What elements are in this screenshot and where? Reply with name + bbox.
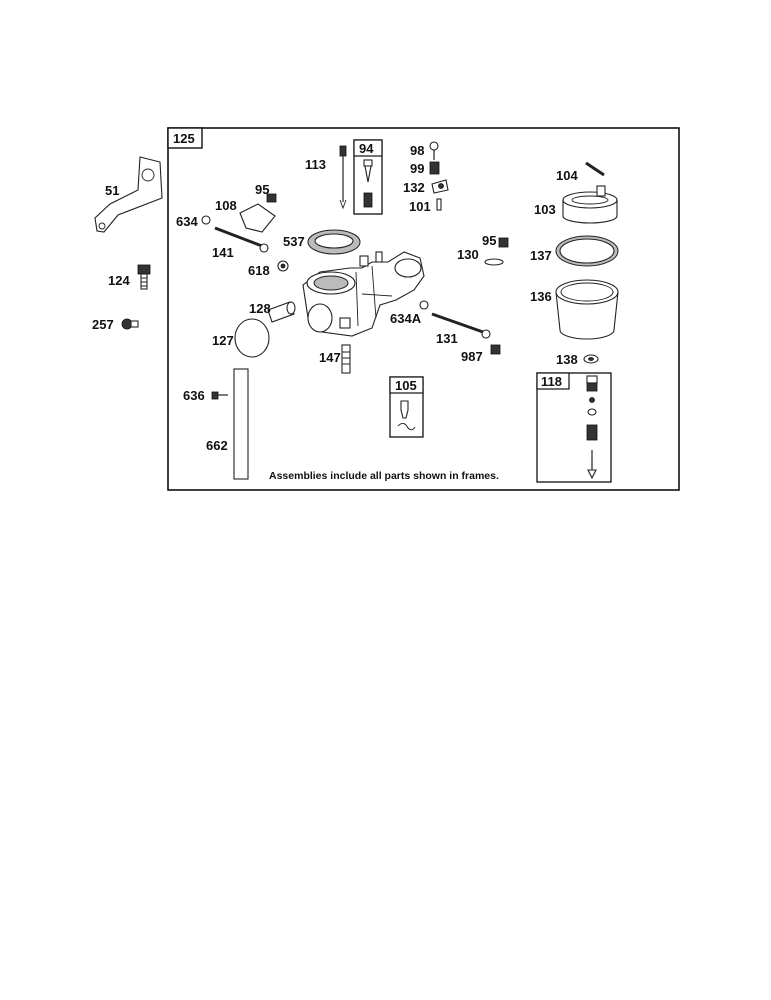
part-label-662: 662 xyxy=(206,438,228,453)
part-label-124: 124 xyxy=(108,273,130,288)
part-537-gasket-drawing xyxy=(307,229,361,255)
part-101-pin-drawing xyxy=(436,198,442,211)
frame-118 xyxy=(536,372,612,483)
part-108-plate-drawing xyxy=(239,203,276,233)
part-label-147: 147 xyxy=(319,350,341,365)
frame-94-tag xyxy=(353,139,383,157)
part-label-99: 99 xyxy=(410,161,424,176)
part-98-screw-drawing xyxy=(429,141,439,160)
part-label-634A: 634A xyxy=(390,311,422,326)
part-634A-washer-drawing xyxy=(419,300,429,310)
frame-125 xyxy=(167,127,680,491)
part-257-screw-drawing xyxy=(121,318,139,330)
frame-105-label: 105 xyxy=(395,378,417,393)
assemblies-note: Assemblies include all parts shown in fr… xyxy=(269,470,499,482)
frame-105-tag xyxy=(389,376,424,394)
part-113-needle-drawing xyxy=(339,145,347,210)
part-label-95-left: 95 xyxy=(255,182,269,197)
part-label-636: 636 xyxy=(183,388,205,403)
part-141-shaft-drawing xyxy=(214,226,269,253)
part-987-nut-drawing xyxy=(490,344,501,355)
frame-125-label: 125 xyxy=(173,131,195,146)
part-label-634: 634 xyxy=(176,214,198,229)
part-130-disc-drawing xyxy=(484,258,504,266)
part-51-plate-drawing xyxy=(94,156,163,233)
part-94-needle-spring-drawing xyxy=(363,159,373,208)
part-label-104: 104 xyxy=(556,168,578,183)
part-label-132: 132 xyxy=(403,180,425,195)
frame-118-label: 118 xyxy=(541,374,562,389)
part-136-bowl-drawing xyxy=(555,279,619,340)
part-636-screw-drawing xyxy=(211,391,228,400)
part-label-136: 136 xyxy=(530,289,552,304)
part-124-bolt-drawing xyxy=(137,264,151,290)
part-label-103: 103 xyxy=(534,202,556,217)
part-label-98: 98 xyxy=(410,143,424,158)
part-label-141: 141 xyxy=(212,245,234,260)
frame-118-tag xyxy=(536,372,570,390)
part-label-108: 108 xyxy=(215,198,237,213)
part-label-101: 101 xyxy=(409,199,431,214)
part-662-strip-drawing xyxy=(233,368,249,480)
part-label-537: 537 xyxy=(283,234,305,249)
part-128-tube-drawing xyxy=(267,301,296,323)
part-label-138: 138 xyxy=(556,352,578,367)
part-103-float-drawing xyxy=(562,185,618,224)
part-131-shaft-drawing xyxy=(431,312,491,339)
part-618-clip-drawing xyxy=(277,260,289,272)
part-95-screw-drawing xyxy=(266,193,277,203)
part-label-127: 127 xyxy=(212,333,234,348)
part-634-washer-drawing xyxy=(201,215,211,225)
part-label-128: 128 xyxy=(249,301,271,316)
part-105-valve-drawing xyxy=(397,400,416,431)
frame-125-tag xyxy=(167,127,203,149)
part-147-stud-drawing xyxy=(341,344,351,374)
part-label-51: 51 xyxy=(105,183,119,198)
part-label-113: 113 xyxy=(305,157,326,172)
frame-94-label: 94 xyxy=(359,141,374,156)
part-label-95-right: 95 xyxy=(482,233,496,248)
part-label-131: 131 xyxy=(436,331,458,346)
part-127-gasket-drawing xyxy=(234,318,270,358)
part-104-pin-drawing xyxy=(585,161,605,177)
part-132-fitting-drawing xyxy=(431,179,449,194)
part-137-gasket-drawing xyxy=(555,235,619,267)
carburetor-body-drawing xyxy=(302,251,425,337)
part-label-618: 618 xyxy=(248,263,270,278)
part-99-spring-drawing xyxy=(429,161,440,175)
part-label-987: 987 xyxy=(461,349,483,364)
part-118-kit-drawing xyxy=(586,375,598,480)
part-138-washer-drawing xyxy=(583,354,599,364)
part-label-130: 130 xyxy=(457,247,479,262)
part-95-right-screw-drawing xyxy=(498,237,509,248)
part-label-137: 137 xyxy=(530,248,552,263)
part-label-257: 257 xyxy=(92,317,114,332)
